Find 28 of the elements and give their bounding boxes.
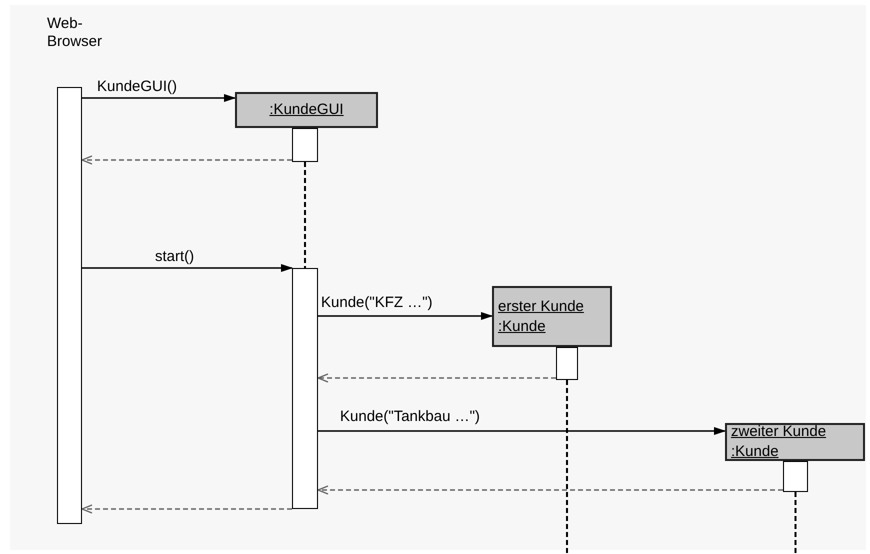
activation-bar <box>556 347 578 380</box>
object-name: erster Kunde <box>498 296 584 316</box>
lifeline <box>566 380 568 553</box>
object-name: :KundeGUI <box>269 100 344 120</box>
object-box <box>235 92 378 128</box>
lifeline <box>304 162 306 268</box>
activation-bar <box>783 461 808 492</box>
return-arrow <box>317 373 556 383</box>
message-arrow <box>82 94 236 102</box>
object-box <box>725 423 865 461</box>
message-arrow <box>82 264 293 272</box>
edge-label: start() <box>155 247 194 267</box>
return-arrow <box>317 485 783 495</box>
object-box <box>492 286 612 347</box>
message-arrow <box>318 427 726 435</box>
return-arrow <box>81 504 292 514</box>
return-arrow <box>81 155 292 165</box>
message-arrow <box>318 312 493 320</box>
lifeline-label: Web-Browser <box>47 15 104 51</box>
edge-label: Kunde("Tankbau …") <box>340 407 480 427</box>
object-name: :Kunde <box>731 442 779 462</box>
activation-bar <box>292 128 318 162</box>
activation-bar <box>292 268 318 509</box>
edge-label: KundeGUI() <box>97 77 178 97</box>
object-name: :Kunde <box>498 316 546 336</box>
lifeline <box>794 492 796 553</box>
object-name: zweiter Kunde <box>731 422 826 442</box>
edge-label: Kunde("KFZ …") <box>321 293 433 313</box>
